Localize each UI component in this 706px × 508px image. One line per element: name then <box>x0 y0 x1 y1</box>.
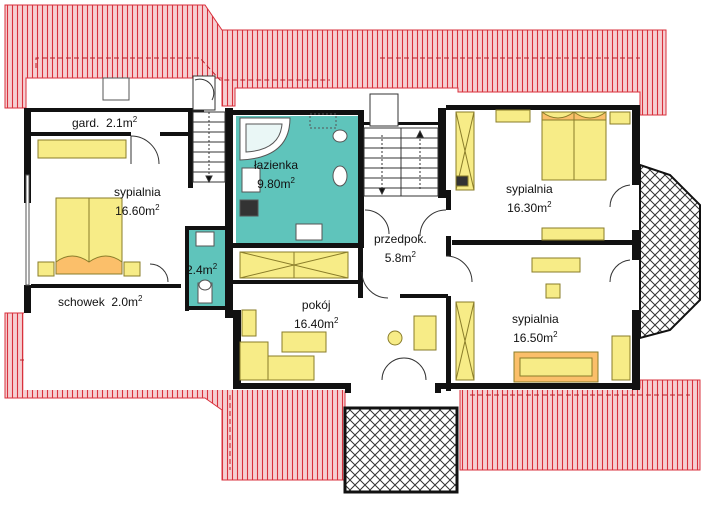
room-label-lazienka: łazienka 9.80m2 <box>254 158 298 192</box>
area-unit-sup: 2 <box>547 200 552 209</box>
room-area: 16.40m <box>294 317 335 331</box>
chimney-left <box>102 77 130 101</box>
room-label-wc: 2.4m2 <box>186 259 217 278</box>
area-unit-sup: 2 <box>138 294 143 303</box>
area-unit-sup: 2 <box>334 316 339 325</box>
room-name: pokój <box>301 298 331 312</box>
room-name: schowek <box>58 295 105 309</box>
room-area: 2.1m <box>106 116 133 130</box>
room-area: 16.60m <box>115 204 156 218</box>
bay-balcony <box>639 163 701 340</box>
room-label-sypialnia-bottom-right: sypialnia 16.50m2 <box>512 312 559 346</box>
area-unit-sup: 2 <box>411 250 416 259</box>
right-bottom-bedroom-furniture <box>455 257 631 383</box>
room-name: łazienka <box>254 158 299 172</box>
bathroom-fixtures <box>239 113 348 241</box>
roof <box>4 4 701 481</box>
bath-sink <box>295 223 323 241</box>
room-label-przedpok: przedpok. 5.8m2 <box>374 232 427 266</box>
stairs-right <box>363 93 439 197</box>
coffee-table <box>281 331 327 353</box>
room-label-gard: gard. 2.1m2 <box>72 112 137 131</box>
wc-fixtures <box>195 231 215 304</box>
area-unit-sup: 2 <box>553 330 558 339</box>
room-area: 16.50m <box>513 331 554 345</box>
room-name: sypialnia <box>506 182 553 196</box>
doors <box>130 135 631 381</box>
wardrobe <box>37 139 127 159</box>
living-room-furniture <box>239 251 437 381</box>
walls <box>24 105 640 393</box>
stairs-left <box>192 75 226 184</box>
room-label-sypialnia-top-right: sypialnia 16.30m2 <box>506 182 553 216</box>
room-name: gard. <box>72 116 100 130</box>
roof-bottom-right <box>459 379 701 471</box>
room-area: 16.30m <box>507 201 548 215</box>
room-label-sypialnia-left: sypialnia 16.60m2 <box>114 185 161 219</box>
shower <box>241 167 261 193</box>
room-name: sypialnia <box>114 185 161 199</box>
room-area: 9.80m <box>257 177 291 191</box>
area-unit-sup: 2 <box>290 176 295 185</box>
room-label-pokoj: pokój 16.40m2 <box>294 298 338 332</box>
desk-right <box>531 257 581 273</box>
room-area: 2.4m <box>186 263 213 277</box>
right-top-bedroom-furniture <box>455 109 631 241</box>
room-area: 2.0m <box>111 295 139 309</box>
desk <box>413 315 437 351</box>
room-name: sypialnia <box>512 312 559 326</box>
room-area: 5.8m <box>384 251 412 265</box>
area-unit-sup: 2 <box>155 203 160 212</box>
front-balcony <box>343 406 459 494</box>
room-label-schowek: schowek 2.0m2 <box>58 291 143 310</box>
left-bedroom-furniture <box>37 139 141 277</box>
roof-top <box>4 4 667 116</box>
area-unit-sup: 2 <box>132 115 138 124</box>
sofa <box>239 341 269 381</box>
room-name: przedpok. <box>374 232 427 246</box>
area-unit-sup: 2 <box>212 262 218 271</box>
